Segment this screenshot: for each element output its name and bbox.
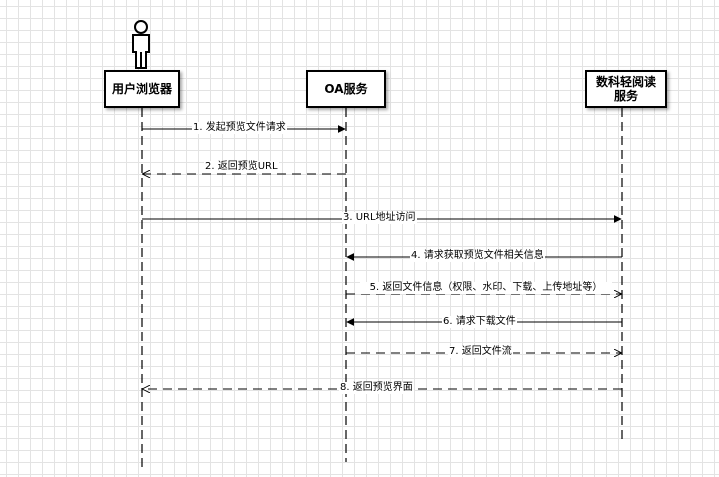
participant-reader-service: 数科轻阅读服务	[585, 70, 667, 108]
actor-person-icon	[132, 20, 150, 69]
message-3-label: 3. URL地址访问	[342, 212, 417, 224]
message-4-label: 4. 请求获取预览文件相关信息	[410, 250, 545, 262]
message-5-label: 5. 返回文件信息（权限、水印、下载、上传地址等）	[360, 282, 612, 294]
message-7-label: 7. 返回文件流	[448, 346, 513, 358]
message-2-label: 2. 返回预览URL	[204, 161, 279, 173]
participant-user-browser: 用户浏览器	[104, 70, 180, 108]
participant-oa-service: OA服务	[306, 70, 386, 108]
message-6-label: 6. 请求下载文件	[442, 316, 517, 328]
message-1-label: 1. 发起预览文件请求	[192, 122, 287, 134]
message-8-label: 8. 返回预览界面	[339, 382, 414, 394]
